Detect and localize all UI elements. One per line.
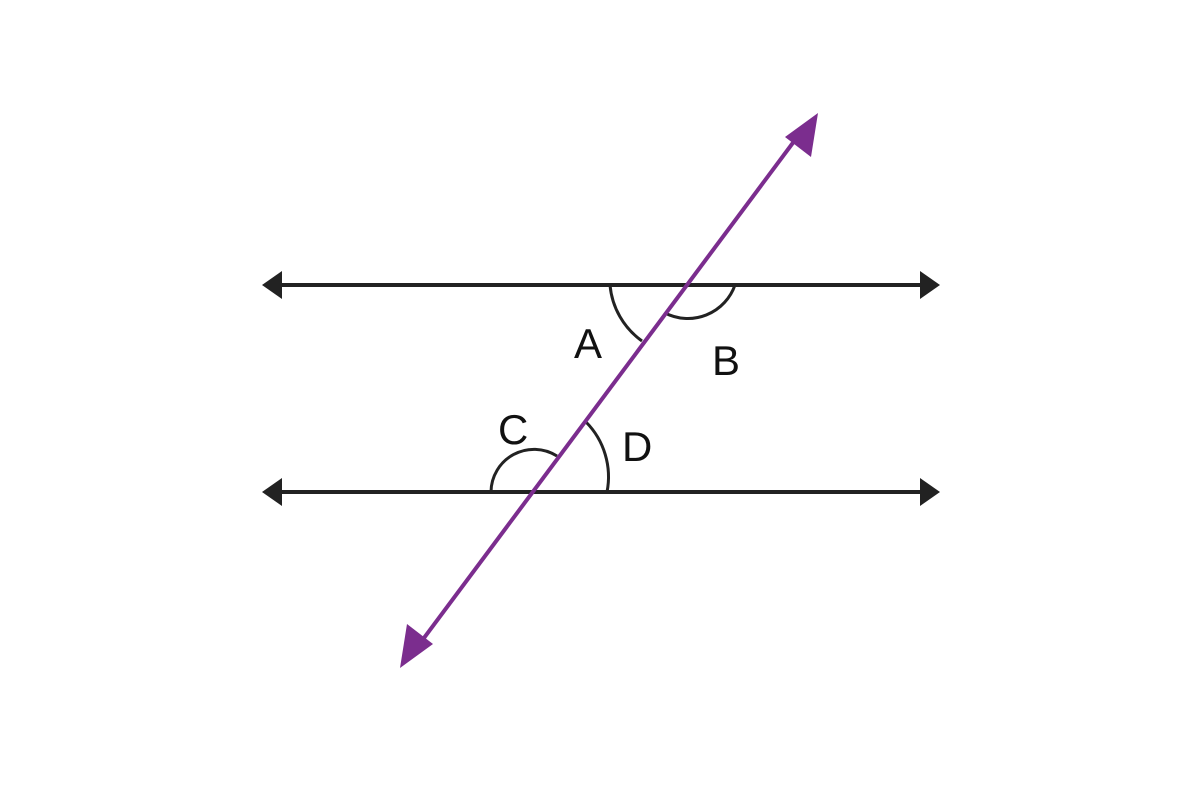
angle-c-arc — [489, 447, 558, 493]
transversal-line — [400, 113, 818, 668]
bottom-line-right-arrowhead — [920, 478, 940, 506]
transversal-bottom-arrowhead — [400, 624, 433, 668]
bottom-line-left-arrowhead — [262, 478, 282, 506]
angle-a-label: A — [574, 320, 602, 367]
angle-d-label: D — [622, 423, 652, 470]
angle-c-label: C — [498, 406, 528, 453]
top-line-right-arrowhead — [920, 271, 940, 299]
top-line-left-arrowhead — [262, 271, 282, 299]
angle-b-label: B — [712, 337, 740, 384]
angle-a-arc — [608, 284, 643, 343]
top-parallel-line — [262, 271, 940, 299]
transversal-top-arrowhead — [785, 113, 818, 157]
bottom-parallel-line — [262, 478, 940, 506]
angle-d-arc — [584, 420, 610, 493]
angle-b-arc — [664, 284, 737, 320]
